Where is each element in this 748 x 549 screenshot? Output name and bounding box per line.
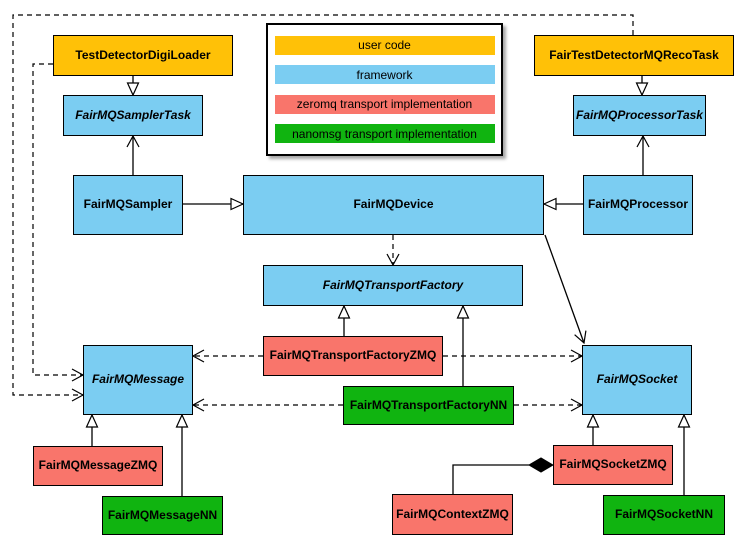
- edge-TestDetectorDigiLoader-to-FairMQMessage: [32, 63, 85, 382]
- node-label: FairMQMessageZMQ: [38, 458, 158, 473]
- node-label: TestDetectorDigiLoader: [75, 47, 211, 62]
- node-FairTestDetectorMQRecoTask: FairTestDetectorMQRecoTask: [534, 35, 734, 76]
- edge-FairTestDetectorMQRecoTask-to-FairMQMessage: [12, 14, 634, 402]
- node-label: FairMQTransportFactory: [322, 277, 464, 292]
- node-label: FairMQProcessor: [587, 197, 689, 212]
- node-label: FairMQSampler: [83, 197, 173, 212]
- node-label: FairMQSamplerTask: [75, 107, 191, 122]
- composition-diamond-icon: [528, 457, 554, 473]
- legend-box: user code framework zeromq transport imple…: [266, 23, 503, 156]
- legend-label: framework: [356, 67, 413, 82]
- node-label: FairTestDetectorMQRecoTask: [549, 47, 719, 62]
- legend-item-nanomsg: nanomsg transport implementation: [274, 124, 495, 144]
- node-FairMQContextZMQ: FairMQContextZMQ: [392, 494, 513, 535]
- legend-label: user code: [358, 38, 411, 53]
- edge-FairMQDevice-to-FairMQSocket: [544, 234, 587, 345]
- node-FairMQProcessor: FairMQProcessor: [583, 175, 693, 235]
- node-FairMQTransportFactoryZMQ: FairMQTransportFactoryZMQ: [263, 336, 443, 376]
- node-FairMQProcessorTask: FairMQProcessorTask: [573, 95, 706, 136]
- node-FairMQSocket: FairMQSocket: [582, 345, 692, 415]
- legend-label: zeromq transport implementation: [296, 97, 473, 112]
- node-FairMQSampler: FairMQSampler: [73, 175, 183, 235]
- node-FairMQMessageZMQ: FairMQMessageZMQ: [33, 446, 163, 486]
- node-label: FairMQSocketNN: [614, 507, 714, 522]
- node-label: FairMQSocket: [596, 372, 678, 387]
- legend-item-framework: framework: [274, 65, 495, 85]
- node-FairMQTransportFactory: FairMQTransportFactory: [263, 265, 523, 306]
- node-label: FairMQContextZMQ: [396, 506, 509, 521]
- node-FairMQTransportFactoryNN: FairMQTransportFactoryNN: [343, 386, 514, 425]
- node-TestDetectorDigiLoader: TestDetectorDigiLoader: [53, 35, 233, 76]
- node-label: FairMQMessageNN: [107, 507, 218, 522]
- node-label: FairMQSocketZMQ: [559, 457, 667, 472]
- node-label: FairMQProcessorTask: [576, 107, 703, 122]
- node-label: FairMQMessage: [91, 372, 185, 387]
- node-FairMQMessageNN: FairMQMessageNN: [102, 496, 223, 535]
- legend-item-user-code: user code: [274, 35, 495, 55]
- node-label: FairMQTransportFactoryNN: [349, 397, 508, 412]
- node-FairMQSamplerTask: FairMQSamplerTask: [63, 95, 203, 136]
- edge-FairMQContextZMQ-to-FairMQSocketZMQ: [452, 464, 529, 494]
- node-FairMQDevice: FairMQDevice: [243, 175, 544, 235]
- node-label: FairMQDevice: [353, 197, 434, 212]
- node-label: FairMQTransportFactoryZMQ: [269, 348, 437, 363]
- node-FairMQSocketNN: FairMQSocketNN: [603, 495, 725, 535]
- node-FairMQSocketZMQ: FairMQSocketZMQ: [553, 445, 673, 485]
- legend-item-zeromq: zeromq transport implementation: [274, 94, 495, 114]
- node-FairMQMessage: FairMQMessage: [83, 345, 193, 415]
- legend-label: nanomsg transport implementation: [292, 126, 477, 141]
